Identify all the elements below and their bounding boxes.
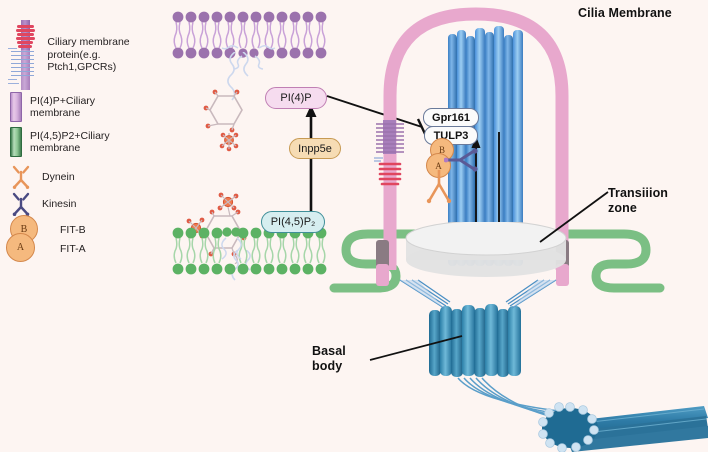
pi4p-inositol-molecule: [203, 89, 243, 152]
pi45p2-lipid-bilayer: [170, 224, 330, 286]
basal-body-leader-line: [369, 335, 463, 361]
dynein-motor-cilium: [426, 170, 452, 204]
microtubule-cross-section: [538, 402, 708, 452]
pi4p-lipid-tail: [227, 52, 249, 101]
fit-complex-cilium: B A: [424, 138, 468, 180]
pi45p2-membrane-swatch-icon: [10, 127, 22, 157]
legend-panel: Ciliary membrane protein(e.g. Ptch1,GPCR…: [0, 0, 170, 262]
transition-zone-disc: [405, 222, 567, 277]
ciliary-membrane-protein-icon: [8, 18, 41, 92]
legend-label-pi4p-membrane: PI(4)P+Ciliary membrane: [30, 94, 96, 120]
inpp5e-pill-label: Inpp5e: [289, 138, 341, 159]
basal-body-fibers-top: [399, 279, 557, 309]
legend-item-dynein: Dynein: [10, 165, 75, 189]
legend-label-fit-b: FIT-B: [60, 224, 86, 236]
legend-fit-circles: B A: [6, 215, 52, 262]
cilia-membrane-foot-right: [556, 264, 569, 286]
kinesin-motor-cilium: [444, 148, 478, 172]
legend-item-pi45p2-membrane: PI(4,5)P2+Ciliary membrane: [10, 127, 110, 157]
inpp5e-reaction-arrow: [305, 105, 317, 218]
dynein-icon: [10, 165, 32, 189]
transition-zone-membrane-left: [376, 240, 389, 268]
gpr161-pill-label: Gpr161: [423, 108, 479, 127]
cilia-membrane-label: Cilia Membrane: [578, 6, 672, 20]
legend-label-kinesin: Kinesin: [42, 197, 77, 210]
transition-zone-label: Transiiion zone: [608, 186, 669, 215]
legend-item-ciliary-membrane-protein: Ciliary membrane protein(e.g. Ptch1,GPCR…: [8, 18, 170, 92]
legend-item-pi4p-membrane: PI(4)P+Ciliary membrane: [10, 92, 95, 122]
legend-label-ciliary-membrane-protein: Ciliary membrane protein(e.g. Ptch1,GPCR…: [47, 36, 130, 74]
fit-a-circle-icon: A: [6, 233, 35, 262]
pi4p-membrane-swatch-icon: [10, 92, 22, 122]
pi4p-pill-label: PI(4)P: [265, 87, 327, 109]
basal-body: [429, 304, 521, 382]
kinesin-icon: [10, 192, 32, 217]
legend-label-dynein: Dynein: [42, 170, 75, 183]
legend-item-kinesin: Kinesin: [10, 192, 77, 217]
legend-label-fit-a: FIT-A: [60, 243, 86, 255]
pi4p-lipid-bilayer: [170, 6, 328, 70]
embedded-ciliary-membrane-protein: [374, 120, 408, 188]
plasma-membrane-right: [561, 229, 665, 293]
transition-zone-leader-line: [539, 191, 609, 243]
basal-body-label: Basal body: [312, 344, 346, 373]
plasma-membrane-left: [329, 229, 433, 293]
cilia-membrane-foot-left: [376, 264, 389, 286]
cilia-membrane: [383, 7, 569, 270]
pi45p2-pill-label: PI(4,5)P₂: [261, 211, 325, 233]
legend-label-pi45p2-membrane: PI(4,5)P2+Ciliary membrane: [30, 129, 110, 155]
